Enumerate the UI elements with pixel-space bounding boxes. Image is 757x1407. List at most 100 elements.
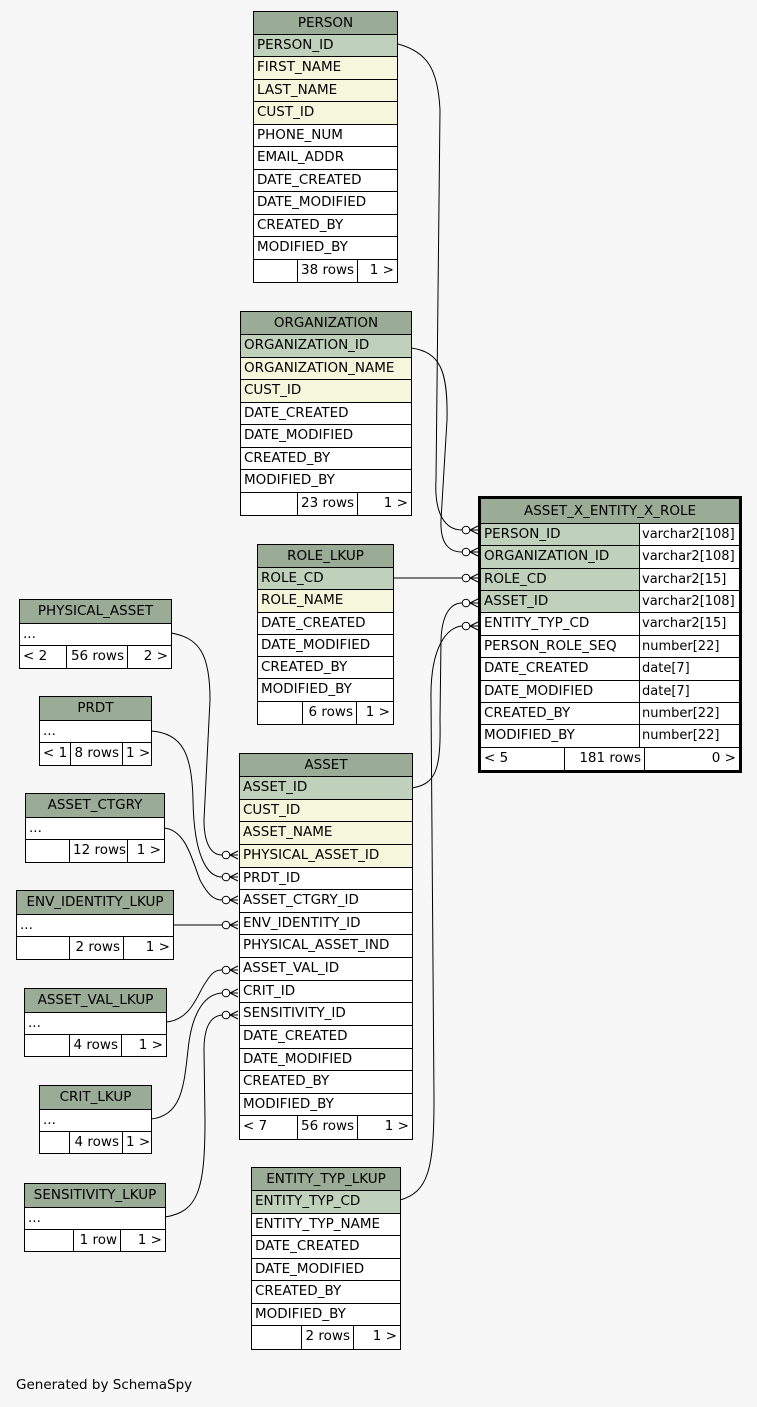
column-row[interactable]: ENV_IDENTITY_ID [240,913,412,936]
column-row[interactable]: CREATED_BY [240,1071,412,1094]
parent-count[interactable] [258,702,302,724]
column-row[interactable]: CUST_ID [240,799,412,823]
column-row[interactable]: DATE_CREATED [258,613,393,635]
parent-count[interactable] [26,840,69,862]
column-row[interactable]: ASSET_CTGRY_ID [240,890,412,913]
parent-count[interactable] [241,493,297,516]
table-title[interactable]: PRDT [40,697,151,721]
column-row[interactable]: FIRST_NAME [254,57,397,80]
parent-count[interactable] [25,1230,73,1252]
column-row[interactable]: PRDT_ID [240,868,412,891]
table-title[interactable]: PERSON [254,12,397,35]
parent-count[interactable]: < 1 [43,745,68,761]
parent-count[interactable] [252,1326,301,1349]
column-row[interactable]: DATE_MODIFIED [252,1259,400,1282]
table-title[interactable]: PHYSICAL_ASSET [20,600,171,624]
column-row[interactable]: CREATED_BY [254,215,397,238]
parent-count[interactable] [40,1132,69,1154]
column-row[interactable]: PERSON_ID [254,35,397,58]
column-row[interactable]: EMAIL_ADDR [254,147,397,170]
column-row[interactable]: DATE_CREATED [240,1026,412,1049]
parent-count[interactable]: < 5 [484,749,509,766]
column-row[interactable]: ... [40,721,151,743]
table-title[interactable]: ROLE_LKUP [258,545,393,568]
table-title[interactable]: ASSET_X_ENTITY_X_ROLE [481,499,739,524]
child-count[interactable]: 1 > [357,259,397,282]
column-row[interactable]: ASSET_ID [240,777,412,800]
column-row[interactable]: PHYSICAL_ASSET_ID [240,844,412,868]
column-row[interactable]: ROLE_CD [258,568,393,591]
table-title[interactable]: ENTITY_TYP_LKUP [252,1168,400,1191]
column-row[interactable]: MODIFIED_BY [240,1094,412,1117]
column-row[interactable]: DATE_MODIFIED [258,635,393,658]
column-row[interactable]: MODIFIED_BY [258,679,393,702]
column-row[interactable]: MODIFIED_BY [241,470,411,493]
table-title[interactable]: ENV_IDENTITY_LKUP [17,891,173,915]
column-row[interactable]: ASSET_VAL_ID [240,958,412,981]
column-row[interactable]: LAST_NAME [254,79,397,103]
column-row[interactable]: CREATED_BY [241,448,411,470]
table-title[interactable]: ASSET [240,754,412,777]
column-row[interactable]: CUST_ID [254,102,397,125]
column-row[interactable]: DATE_CREATED [241,403,411,425]
child-count[interactable]: 1 > [121,1034,166,1056]
table-title[interactable]: ASSET_CTGRY [26,794,164,818]
column-row[interactable]: PHYSICAL_ASSET_IND [240,935,412,958]
column-row[interactable]: ... [25,1013,166,1035]
table-title[interactable]: SENSITIVITY_LKUP [25,1184,165,1208]
column-row[interactable]: ... [17,915,173,937]
column-row[interactable]: CRIT_ID [240,981,412,1004]
parent-count[interactable]: < 7 [243,1118,268,1135]
child-count[interactable]: 1 > [353,1326,400,1349]
column-row[interactable]: ROLE_NAME [258,590,393,613]
column-row[interactable]: MODIFIED_BY [254,237,397,260]
child-count[interactable]: 1 > [357,1116,412,1139]
column-row[interactable]: ENTITY_TYP_NAME [252,1214,400,1237]
child-count[interactable]: 1 > [357,492,411,515]
column-row[interactable]: CREATED_BY [258,657,393,680]
column-row[interactable]: ... [20,624,171,646]
column-row[interactable]: PHONE_NUM [254,125,397,148]
child-count[interactable]: 1 > [356,701,393,724]
column-row[interactable]: DATE_CREATED [254,170,397,193]
column-row[interactable]: ... [40,1110,151,1132]
column-row[interactable]: ORGANIZATION_ID [241,335,411,358]
parent-count[interactable]: < 2 [23,648,48,664]
column-row[interactable]: SENSITIVITY_ID [240,1003,412,1026]
column-row[interactable]: DATE_MODIFIED [254,192,397,215]
column-row[interactable]: DATE_MODIFIED [240,1049,412,1072]
column-row[interactable]: ... [26,818,164,840]
column-row[interactable]: DATE_CREATED [252,1236,400,1259]
column-row[interactable]: ... [25,1208,165,1230]
column-row[interactable]: ORGANIZATION_NAME [241,357,411,380]
column-row[interactable]: DATE_MODIFIED [241,425,411,448]
parent-count[interactable] [254,260,297,282]
child-count[interactable]: 1 > [122,1131,151,1153]
child-count[interactable]: 0 > [644,747,739,770]
child-count[interactable]: 1 > [122,743,151,765]
child-count[interactable]: 2 > [127,646,171,668]
